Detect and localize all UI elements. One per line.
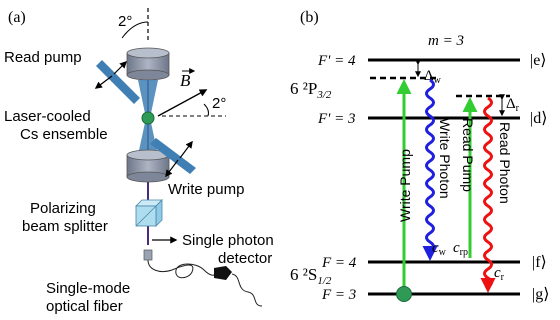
angle-top-label: 2° [118,13,132,30]
b-field-label: B [180,71,191,90]
write-pump-label: Write pump [168,181,244,198]
level-d-label: F' = 3 [317,111,356,127]
p-state-label: 6 ²P3/2 [290,79,332,101]
panel-b-label: (b) [300,9,319,26]
beam-splitter-cube [135,199,163,227]
detector-label-line1: Single photon [182,232,274,249]
c-rp-label: crp [453,240,468,258]
level-g-label: F = 3 [321,287,356,303]
angle-arc-right [203,103,209,117]
ensemble-label-line2: Cs ensemble [20,126,108,143]
read-pump-label: Read pump [4,49,82,66]
angle-right-label: 2° [212,95,226,112]
fiber-coil [147,259,217,279]
atom-ensemble-icon [141,111,155,125]
pbs-label-line1: Polarizing [30,200,96,217]
ket-e: |e⟩ [530,52,547,69]
write-pump-transition-label: Write Pump [397,149,413,222]
ket-f: |f⟩ [532,254,547,271]
c-w-label: cw [432,240,447,258]
pbs-label-line2: beam splitter [22,218,108,235]
s-state-label: 6 ²S1/2 [290,265,332,287]
read-pump-beam [96,60,140,104]
write-pump-polarization-arrow-2 [179,140,193,159]
read-pump-transition-label: Read Pump [460,118,476,192]
panel-a: (a) 2° Read pump B 2° Laser-cooled [4,8,274,315]
fiber-label-line1: Single-mode [46,280,130,297]
delta-r-label: Δr [506,96,520,114]
ensemble-label-line1: Laser-cooled [4,108,91,125]
write-photon-label: Write Photon [437,118,453,199]
write-pump-polarization-arrow [165,159,179,178]
panel-b: (b) m = 3 Δw Δr F' = 4 F' = 3 F = 4 F = … [290,9,549,303]
ground-state-atom-icon [396,286,412,302]
ket-d: |d⟩ [530,110,547,127]
level-f-label: F = 4 [321,255,357,271]
focusing-beam-upper [138,80,158,118]
ket-g: |g⟩ [532,286,549,303]
read-pump-polarization-arrow-2 [113,60,128,75]
b-field-arrow [157,89,208,117]
c-r-label: cr [494,265,505,283]
delta-w-label: Δw [424,68,442,86]
angle-arc-top [121,21,149,39]
write-photon-wave [422,78,438,261]
level-e-label: F' = 4 [317,53,356,69]
fiber-coupler [143,249,153,261]
write-pump-beam [150,138,196,174]
read-photon-wave [480,96,496,293]
upper-lens [126,47,170,81]
lower-lens [126,149,170,183]
read-photon-label: Read Photon [497,122,513,204]
fiber-tail [231,273,263,307]
fiber-connector-icon [214,266,232,280]
detector-label-line2: detector [218,250,272,267]
read-pump-polarization-arrow [94,75,113,89]
panel-a-label: (a) [8,9,26,26]
fiber-label-line2: optical fiber [46,298,123,315]
m-label: m = 3 [428,33,464,49]
